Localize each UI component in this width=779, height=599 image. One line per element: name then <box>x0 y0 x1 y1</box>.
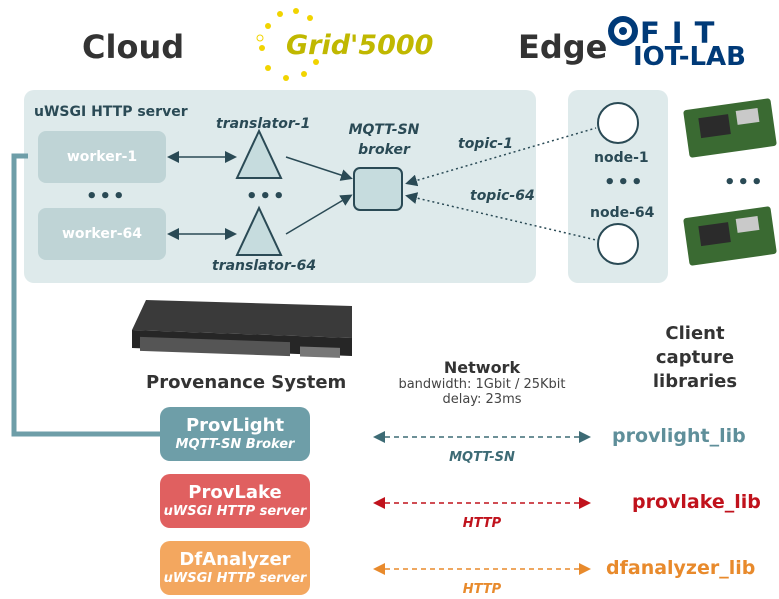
translator-64-label: translator-64 <box>212 258 317 274</box>
nodes-ellipsis: ••• <box>604 172 645 193</box>
dfanalyzer-box: DfAnalyzer uWSGI HTTP server <box>160 541 310 595</box>
iot-board-icon-2 <box>683 206 777 266</box>
translator64-broker-link <box>285 194 353 235</box>
topic-64-label: topic-64 <box>470 188 535 204</box>
network-title: Network <box>443 358 521 377</box>
iot-board-icon <box>683 98 777 158</box>
workers-ellipsis: ••• <box>86 186 127 207</box>
broker-label: MQTT-SN broker <box>338 120 430 160</box>
provlake-lib-label: provlake_lib <box>632 491 761 513</box>
node-64-label: node-64 <box>590 205 655 221</box>
broker-label-line1: MQTT-SN <box>348 122 420 138</box>
broker-label-line2: broker <box>358 142 410 158</box>
translators-ellipsis: ••• <box>246 186 287 207</box>
node-1-shape <box>597 102 639 144</box>
provlake-sub: uWSGI HTTP server <box>163 504 307 519</box>
client-title-line2: capture <box>655 347 735 368</box>
topic-1-link <box>405 127 597 187</box>
mqtt-sn-protocol-label: MQTT-SN <box>449 450 515 465</box>
client-title-line1: Client <box>665 323 725 344</box>
node-64-shape <box>597 223 639 265</box>
broker-shape <box>353 167 403 211</box>
translator1-broker-link <box>285 156 353 181</box>
provlight-name: ProvLight <box>185 415 285 436</box>
dfanalyzer-lib-label: dfanalyzer_lib <box>606 557 756 579</box>
grid5000-stars-icon <box>256 8 319 81</box>
network-delay: delay: 23ms <box>442 392 522 407</box>
server-rack-icon <box>132 300 352 358</box>
client-title-line3: libraries <box>652 371 738 392</box>
provlight-lib-label: provlight_lib <box>612 425 746 447</box>
fit-logo-text: FIT <box>640 16 727 50</box>
edge-title: Edge <box>518 28 608 66</box>
translator-1-label: translator-1 <box>216 116 311 132</box>
network-bandwidth: bandwidth: 1Gbit / 25Kbit <box>398 377 566 392</box>
node-1-label: node-1 <box>594 150 649 166</box>
provlake-protocol-label: HTTP <box>462 516 502 531</box>
topic-64-link <box>405 192 597 241</box>
cloud-title: Cloud <box>82 28 185 66</box>
grid5000-logo: Grid'5000 <box>286 30 434 61</box>
worker-1-label: worker-1 <box>66 149 138 165</box>
iot-lab-logo-text: IOT-LAB <box>633 42 746 72</box>
provlake-name: ProvLake <box>188 482 282 503</box>
client-title: Client capture libraries <box>640 322 750 394</box>
fit-logo-icon <box>608 16 638 46</box>
dfanalyzer-sub: uWSGI HTTP server <box>163 571 307 586</box>
provlight-sub: MQTT-SN Broker <box>175 437 295 452</box>
worker-64-label: worker-64 <box>61 226 143 242</box>
network-info: Network bandwidth: 1Gbit / 25Kbit delay:… <box>372 358 592 407</box>
boards-ellipsis: ••• <box>724 172 765 193</box>
translator-64-shape <box>235 205 283 256</box>
worker-64: worker-64 <box>38 208 166 260</box>
provlake-box: ProvLake uWSGI HTTP server <box>160 474 310 528</box>
worker-1: worker-1 <box>38 131 166 183</box>
dfanalyzer-protocol-label: HTTP <box>462 582 502 597</box>
dfanalyzer-name: DfAnalyzer <box>179 549 291 570</box>
provlight-box: ProvLight MQTT-SN Broker <box>160 407 310 461</box>
provenance-title: Provenance System <box>146 372 347 393</box>
translator-1-shape <box>235 128 283 179</box>
server-title: uWSGI HTTP server <box>34 104 188 120</box>
topic-1-label: topic-1 <box>458 136 513 152</box>
provlight-link-line <box>11 153 160 437</box>
